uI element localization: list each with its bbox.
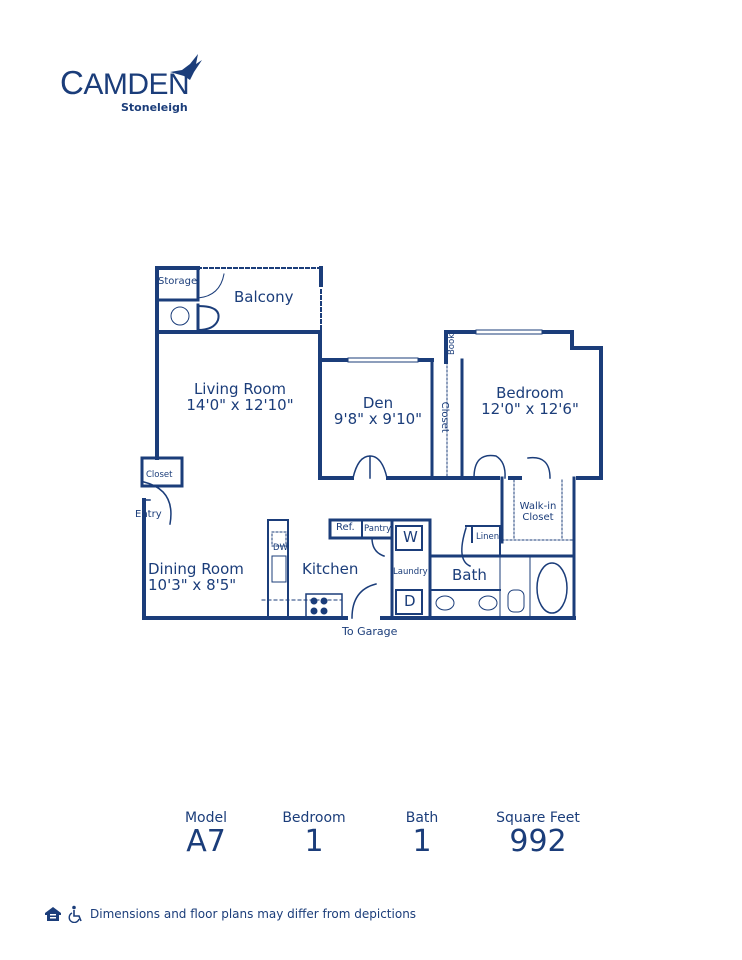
walkin-line2: Closet [522, 511, 554, 523]
pantry-label: Pantry [364, 524, 392, 534]
wheelchair-icon [68, 905, 82, 923]
walkin-line1: Walk-in [519, 501, 557, 512]
stat-label: Bedroom [282, 810, 346, 826]
dining-room: Dining Room 10'3" x 8'5" [148, 560, 258, 594]
stat-value: A7 [186, 824, 226, 859]
stat-label: Square Feet [496, 810, 580, 826]
stat-value: 1 [412, 824, 432, 859]
footer: Dimensions and floor plans may differ fr… [44, 905, 416, 923]
stat-label: Bath [405, 810, 439, 826]
den-room: Den 9'8" x 9'10" [326, 394, 430, 428]
linen-label: Linen [476, 532, 500, 542]
disclaimer-text: Dimensions and floor plans may differ fr… [90, 907, 417, 921]
walkin-closet-label: Walk-in Closet [514, 501, 562, 523]
washer-label: W [403, 528, 418, 546]
stat-square-feet: Square Feet 992 [478, 810, 598, 858]
bedroom-name: Bedroom [496, 384, 564, 402]
bedroom-room: Bedroom 12'0" x 12'6" [470, 384, 590, 418]
community-name: Stoneleigh [121, 101, 188, 114]
dishwasher-label: DW [273, 543, 288, 553]
entry-label: Entry [135, 509, 162, 520]
balcony-label: Balcony [234, 288, 294, 306]
stat-value: 1 [304, 824, 324, 859]
brand-logo: CAMDEN [60, 64, 190, 102]
living-room: Living Room 14'0" x 12'10" [180, 380, 300, 414]
living-room-name: Living Room [193, 380, 287, 398]
stat-value: 992 [509, 824, 567, 859]
dining-dims: 10'3" x 8'5" [148, 575, 237, 594]
den-name: Den [362, 394, 394, 412]
kitchen-label: Kitchen [302, 560, 359, 578]
living-room-dims: 14'0" x 12'10" [186, 395, 294, 414]
book-label: Book [447, 333, 458, 356]
laundry-label: Laundry [393, 567, 428, 577]
den-closet-label: Closet [438, 401, 450, 433]
stat-label: Model [184, 810, 228, 826]
hummingbird-icon [170, 54, 202, 80]
bedroom-dims: 12'0" x 12'6" [481, 399, 579, 418]
bath-label: Bath [452, 566, 487, 584]
dryer-label: D [404, 592, 416, 610]
equal-housing-icon [45, 907, 61, 921]
brand-name-first: C [60, 64, 84, 101]
stat-bedroom: Bedroom 1 [254, 810, 374, 858]
brand-name-rest: AMDEN [83, 68, 190, 101]
dining-name: Dining Room [148, 560, 244, 578]
ref-label: Ref. [336, 522, 355, 533]
stat-model: Model A7 [146, 810, 266, 858]
to-garage-label: To Garage [342, 625, 398, 638]
den-dims: 9'8" x 9'10" [333, 409, 423, 428]
stat-bath: Bath 1 [362, 810, 482, 858]
entry-closet-label: Closet [146, 470, 173, 480]
storage-label: Storage [158, 276, 198, 287]
